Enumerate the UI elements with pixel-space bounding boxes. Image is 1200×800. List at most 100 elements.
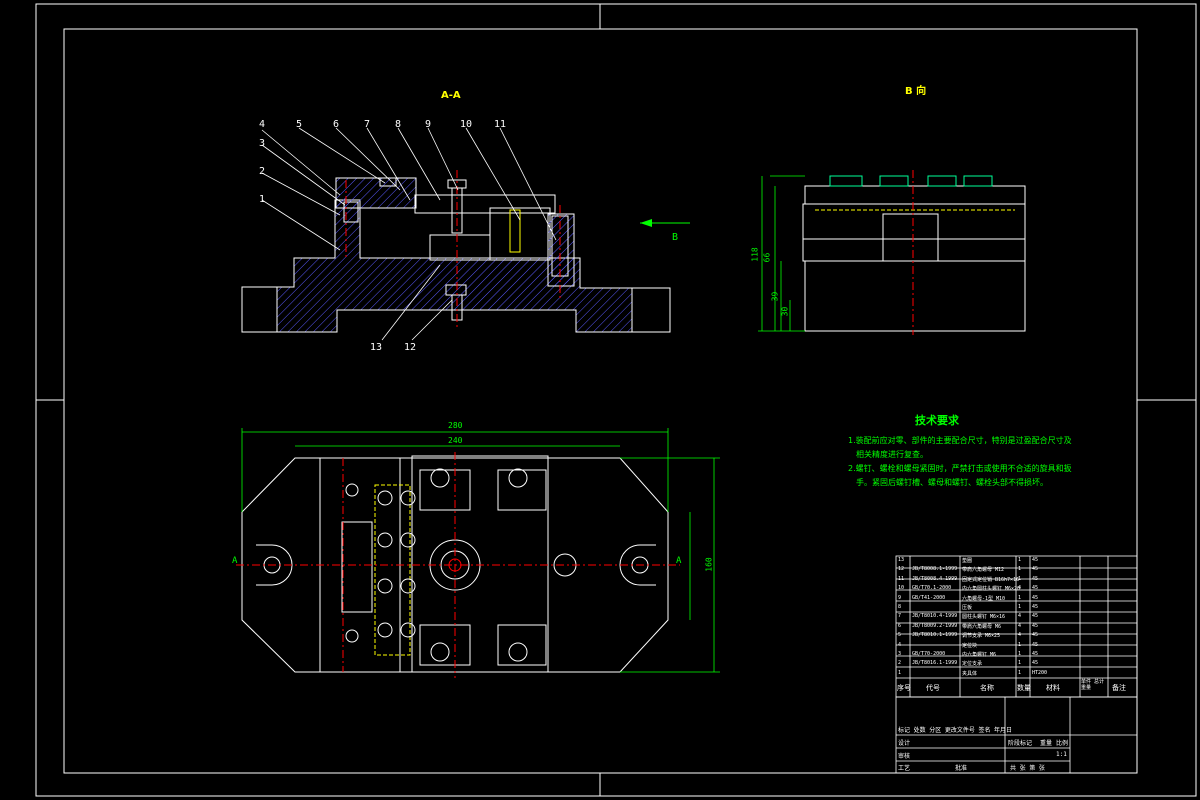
part-label-9: 9: [425, 119, 432, 130]
bom-cell-name: 定位支承: [962, 661, 983, 668]
title-block-scale: 比例: [1056, 740, 1069, 747]
part-label-11: 11: [494, 119, 507, 130]
part-label-13: 13: [370, 342, 383, 353]
tech-line-4: 手。紧固后螺钉槽、螺母和螺钉、螺栓头部不得损坏。: [856, 478, 1048, 487]
bom-cell-material: 45: [1032, 557, 1039, 563]
bom-cell-code: JB/T8010.4-1999: [912, 613, 958, 620]
bom-cell-seq: 7: [898, 613, 902, 620]
bom-cell-material: 45: [1032, 604, 1039, 610]
bom-cell-material: 45: [1032, 660, 1039, 667]
part-label-7: 7: [364, 119, 371, 130]
bom-cell-code: JB/T8008.4-1999: [912, 575, 958, 582]
tech-requirements-title: 技术要求: [915, 414, 959, 427]
bom-cell-seq: 3: [898, 651, 902, 657]
bom-cell-name: 定位块: [962, 642, 978, 649]
bom-header-name: 名称: [980, 684, 994, 692]
bom-cell-code: GB/T70-2000: [912, 651, 946, 657]
bom-header-weight: 单件 总计 重量: [1081, 679, 1105, 691]
bom-cell-seq: 6: [898, 622, 902, 629]
bom-cell-seq: 8: [898, 604, 902, 610]
bom-cell-seq: 1: [898, 669, 902, 676]
bom-cell-material: 45: [1032, 641, 1039, 648]
bom-cell-name: 六角螺母-1型 M10: [962, 595, 1006, 602]
dim-side-low: 39: [770, 291, 780, 302]
tech-line-3: 2.螺钉、螺栓和螺母紧固时，严禁打击或使用不合适的旋具和扳: [848, 464, 1072, 473]
bom-cell-name: 圆柱头螺钉 M6×16: [962, 614, 1006, 621]
part-label-12: 12: [404, 342, 417, 353]
bom-cell-qty: 1: [1018, 660, 1022, 667]
bom-cell-code: JB/T8008.1-1999: [912, 566, 958, 573]
part-label-5: 5: [296, 119, 303, 130]
bom-cell-qty: 1: [1018, 594, 1022, 601]
bom-cell-seq: 10: [898, 585, 905, 592]
bom-cell-name: 压板: [962, 605, 973, 611]
section-mark-right: A: [676, 556, 682, 566]
bom-cell-material: 45: [1032, 566, 1039, 573]
bom-cell-name: 内六角螺钉 M6: [962, 652, 997, 658]
bom-cell-seq: 5: [898, 632, 902, 639]
section-mark-left: A: [232, 556, 238, 566]
bom-cell-name: 垫圈: [962, 558, 973, 564]
bom-cell-material: 45: [1032, 651, 1039, 657]
title-block-stage: 阶段标记: [1008, 740, 1033, 747]
bom-header-material: 材料: [1046, 684, 1060, 692]
bom-header-remark: 备注: [1112, 684, 1126, 692]
bom-cell-qty: 4: [1018, 585, 1022, 592]
bom-cell-code: JB/T8009.2-1999: [912, 622, 958, 629]
dim-overall: 280: [448, 421, 463, 430]
bom-cell-qty: 1: [1018, 651, 1022, 657]
bom-cell-seq: 13: [898, 557, 905, 563]
bom-cell-seq: 2: [898, 660, 902, 667]
title-block-sheets: 共 张 第 张: [1010, 765, 1045, 772]
bom-cell-material: 45: [1032, 613, 1039, 620]
bom-cell-name: 带肩六角螺母 M12: [962, 567, 1005, 574]
part-label-3: 3: [259, 138, 266, 149]
cut-arrow-label: B: [672, 232, 679, 243]
dim-inner: 240: [448, 436, 463, 445]
part-label-1: 1: [259, 194, 266, 205]
bom-cell-seq: 9: [898, 594, 902, 601]
bom-cell-qty: 4: [1018, 632, 1022, 639]
bom-cell-material: HT200: [1032, 669, 1048, 676]
part-label-2: 2: [259, 166, 266, 177]
view-b-title: B 向: [905, 86, 927, 97]
dim-side-total: 118: [750, 247, 760, 262]
bom-cell-qty: 4: [1018, 622, 1022, 629]
tech-requirements-body: 1.装配前应对零、部件的主要配合尺寸，特别是过盈配合尺寸及 相关精度进行复查。 …: [848, 434, 1108, 490]
part-label-6: 6: [333, 119, 340, 130]
bom-cell-code: GB/T70.1-2000: [912, 585, 952, 592]
bom-cell-name: 调节支承 M6×25: [962, 633, 1001, 640]
bom-table: [895, 555, 1138, 774]
bom-cell-qty: 4: [1018, 613, 1022, 620]
bom-cell-qty: 1: [1018, 604, 1022, 610]
bom-cell-qty: 1: [1018, 575, 1022, 582]
dim-plan-right: 160: [704, 557, 714, 572]
title-block-review: 审核: [898, 753, 911, 760]
title-block-weight: 重量: [1040, 740, 1053, 747]
bom-cell-name: 夹具体: [962, 670, 978, 677]
bom-cell-code: JB/T8010.1-1999: [912, 632, 958, 639]
bom-cell-code: GB/T41-2000: [912, 594, 946, 601]
bom-cell-qty: 1: [1018, 557, 1022, 563]
part-label-10: 10: [460, 119, 473, 130]
bom-cell-seq: 4: [898, 641, 902, 648]
section-title: A-A: [441, 90, 461, 101]
bom-cell-material: 45: [1032, 622, 1039, 629]
title-block-approve: 批准: [955, 765, 968, 772]
bom-cell-seq: 12: [898, 566, 905, 573]
title-block-scale-value: 1:1: [1056, 751, 1067, 758]
dim-side-mid: 66: [762, 252, 772, 263]
bom-header-seq: 序号: [897, 684, 911, 692]
dim-side-base: 30: [780, 306, 790, 317]
bom-cell-material: 45: [1032, 585, 1039, 592]
bom-cell-material: 45: [1032, 632, 1039, 639]
section-view-a-a: [241, 127, 690, 341]
tech-line-1: 1.装配前应对零、部件的主要配合尺寸，特别是过盈配合尺寸及: [848, 436, 1072, 445]
bom-cell-name: 内六角圆柱头螺钉 M6×20: [962, 586, 1021, 593]
bom-cell-name: 固定式定位销 B16h7×16: [962, 576, 1020, 583]
plan-view: [236, 428, 720, 678]
part-label-8: 8: [395, 119, 402, 130]
bom-cell-material: 45: [1032, 594, 1039, 601]
title-block-process: 工艺: [898, 765, 911, 772]
